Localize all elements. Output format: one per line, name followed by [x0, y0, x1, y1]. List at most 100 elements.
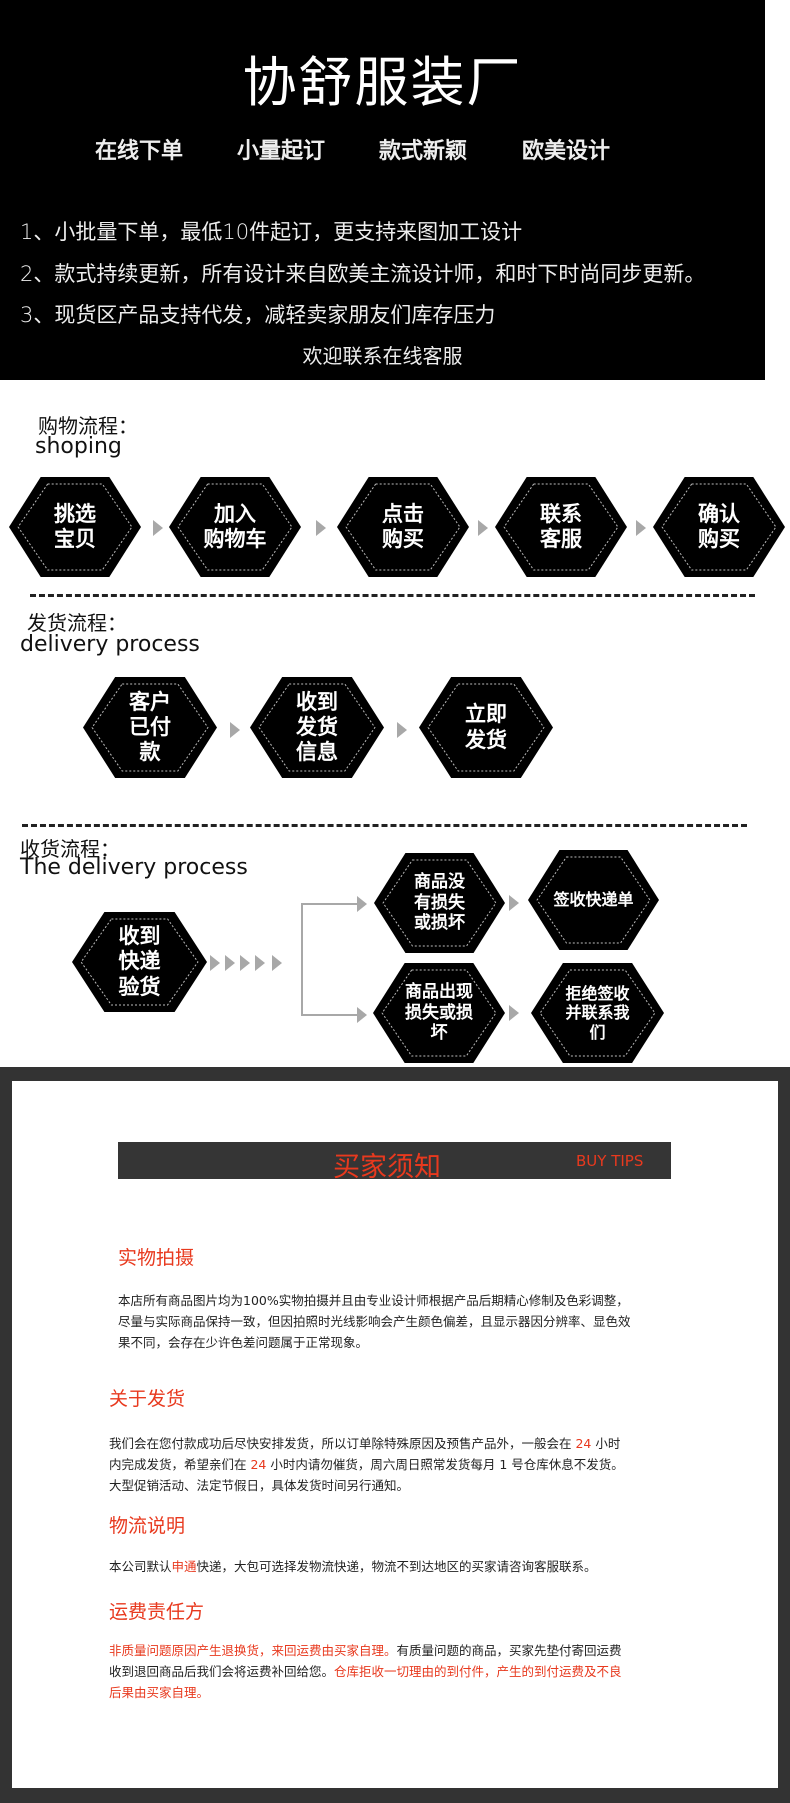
arrow-icon [509, 1005, 519, 1021]
hexagon-shape [531, 963, 664, 1063]
step-label-line: 收到 [118, 924, 161, 949]
tips-paragraph-line: 内完成发货，希望亲们在 24 小时内请勿催货，周六周日照常发货每月 1 号仓库休… [109, 1454, 624, 1475]
step-label-line: 收到 [296, 689, 338, 714]
divider [22, 824, 747, 827]
highlight-text: 24 [575, 1436, 592, 1451]
intro-line: 3、现货区产品支持代发，减轻卖家朋友们库存压力 [20, 303, 496, 327]
feature-label: 小量起订 [237, 139, 326, 164]
buy-tips-title: 买家须知 [333, 1152, 441, 1183]
step-label-line: 签收快递单 [553, 890, 634, 910]
step-label-line: 款 [139, 740, 161, 765]
step-label-line: 购买 [698, 527, 740, 551]
header-banner: 协舒服装厂 在线下单 小量起订 款式新颖 欧美设计 1、小批量下单，最低10件起… [0, 0, 765, 380]
tips-paragraph-line: 我们会在您付款成功后尽快安排发货，所以订单除特殊原因及预售产品外，一般会在 24… [109, 1433, 620, 1454]
intro-line: 2、款式持续更新，所有设计来自欧美主流设计师，和时下时尚同步更新。 [20, 262, 706, 286]
receiving-subtitle: The delivery process [20, 855, 248, 880]
receiving-step-damaged: 商品出现损失或损坏 [373, 963, 505, 1063]
highlight-text: 申通 [171, 1559, 197, 1574]
arrow-icon [225, 955, 235, 971]
tips-paragraph-line: 后果由买家自理。 [109, 1682, 209, 1703]
tips-paragraph-line: 果不同，会存在少许色差问题属于正常现象。 [118, 1332, 368, 1353]
tips-heading: 物流说明 [109, 1515, 186, 1537]
delivery-title: 发货流程： [27, 611, 127, 635]
step-label-line: 购买 [382, 527, 424, 551]
step-label-line: 确认 [698, 501, 740, 526]
hexagon-shape [653, 477, 785, 577]
step-label-line: 加入 [214, 501, 256, 526]
arrow-icon [636, 520, 646, 536]
body-text: 大型促销活动、法定节假日，具体发货时间另行通知。 [109, 1478, 410, 1493]
hexagon-shape [528, 850, 659, 950]
body-text: 本店所有商品图片均为100%实物拍摄并且由专业设计师根据产品后期精心修制及色彩调… [118, 1293, 629, 1308]
shop-title: 协舒服装厂 [242, 51, 523, 114]
delivery-step: 立即发货 [419, 677, 553, 778]
tips-paragraph-line: 收到退回商品后我们会将运费补回给您。仓库拒收一切理由的到付件，产生的到付运费及不… [109, 1661, 622, 1682]
tips-paragraph-line: 本店所有商品图片均为100%实物拍摄并且由专业设计师根据产品后期精心修制及色彩调… [118, 1290, 629, 1311]
body-text: 收到退回商品后我们会将运费补回给您。 [109, 1664, 335, 1679]
shopping-step: 挑选宝贝 [9, 477, 141, 577]
tips-heading: 实物拍摄 [118, 1247, 195, 1269]
step-label-line: 挑选 [54, 501, 96, 526]
tips-paragraph-line: 非质量问题原因产生退换货，来回运费由买家自理。有质量问题的商品，买家先垫付寄回运… [109, 1640, 622, 1661]
body-text: 内完成发货，希望亲们在 [109, 1457, 251, 1472]
body-text: 快递，大包可选择发物流快递，物流不到达地区的买家请咨询客服联系。 [196, 1559, 597, 1574]
arrow-icon [210, 955, 220, 971]
step-label-line: 客服 [540, 527, 582, 551]
feature-label: 欧美设计 [522, 139, 611, 164]
step-label-line: 点击 [382, 501, 424, 526]
delivery-step: 收到发货信息 [250, 677, 384, 778]
shopping-step: 加入购物车 [169, 477, 301, 577]
body-text: 小时 [591, 1436, 621, 1451]
step-label-line: 已付 [129, 714, 171, 739]
arrow-icon [153, 520, 163, 536]
tips-heading: 关于发货 [109, 1388, 186, 1410]
body-text: 有质量问题的商品，买家先垫付寄回运费 [396, 1643, 622, 1658]
hexagon-shape [169, 477, 301, 577]
step-label-line: 发货 [465, 727, 507, 752]
welcome-text: 欢迎联系在线客服 [302, 344, 463, 368]
tips-heading: 运费责任方 [109, 1601, 205, 1623]
intro-line: 1、小批量下单，最低10件起订，更支持来图加工设计 [20, 220, 523, 244]
branch-line [301, 903, 357, 905]
body-text: 果不同，会存在少许色差问题属于正常现象。 [118, 1335, 369, 1350]
tips-paragraph-line: 尽量与实际商品保持一致，但因拍照时光线影响会产生颜色偏差，且显示器因分辨率、显色… [118, 1311, 631, 1332]
arrow-icon [272, 955, 282, 971]
step-label-line: 宝贝 [54, 527, 96, 551]
body-text: 尽量与实际商品保持一致，但因拍照时光线影响会产生颜色偏差，且显示器因分辨率、显色… [118, 1314, 631, 1329]
step-label-line: 快递 [118, 949, 161, 974]
tips-paragraph-line: 大型促销活动、法定节假日，具体发货时间另行通知。 [109, 1475, 409, 1496]
hexagon-shape [9, 477, 141, 577]
step-label-line: 并联系我 [565, 1003, 630, 1023]
arrow-icon [397, 722, 407, 738]
step-label-line: 有损失 [414, 892, 465, 913]
hexagon-shape [83, 677, 217, 778]
hexagon-shape [495, 477, 627, 577]
receiving-title: 收货流程： [20, 837, 120, 861]
buy-tips-bar: 买家须知 BUY TIPS [118, 1142, 671, 1183]
step-label-line: 商品没 [414, 872, 465, 893]
hexagon-shape [373, 963, 505, 1063]
receiving-step-start: 收到快递验货 [72, 912, 207, 1012]
hexagon-shape [337, 477, 469, 577]
buy-tips-en: BUY TIPS [576, 1152, 644, 1170]
feature-label: 在线下单 [95, 139, 184, 164]
step-label-line: 购物车 [203, 527, 267, 551]
receiving-result-refuse: 拒绝签收并联系我们 [531, 963, 664, 1063]
step-label-line: 信息 [296, 740, 338, 765]
step-label-line: 损失或损 [405, 1002, 473, 1023]
highlight-text: 仓库拒收一切理由的到付件，产生的到付运费及不良 [334, 1664, 622, 1679]
step-label-line: 拒绝签收 [565, 984, 630, 1004]
step-label-line: 验货 [118, 974, 161, 999]
highlight-text: 非质量问题原因产生退换货，来回运费由买家自理。 [109, 1643, 397, 1658]
highlight-text: 后果由买家自理。 [109, 1685, 210, 1700]
arrow-icon [255, 955, 265, 971]
arrow-icon [230, 722, 240, 738]
hexagon-shape [250, 677, 384, 778]
step-label-line: 商品出现 [405, 982, 473, 1003]
delivery-subtitle: delivery process [20, 632, 200, 657]
shopping-step: 点击购买 [337, 477, 469, 577]
body-text: 小时内请勿催货，周六周日照常发货每月 1 号仓库休息不发货。 [266, 1457, 624, 1472]
body-text: 本公司默认 [109, 1559, 172, 1574]
highlight-text: 24 [250, 1457, 267, 1472]
body-text: 我们会在您付款成功后尽快安排发货，所以订单除特殊原因及预售产品外，一般会在 [109, 1436, 576, 1451]
